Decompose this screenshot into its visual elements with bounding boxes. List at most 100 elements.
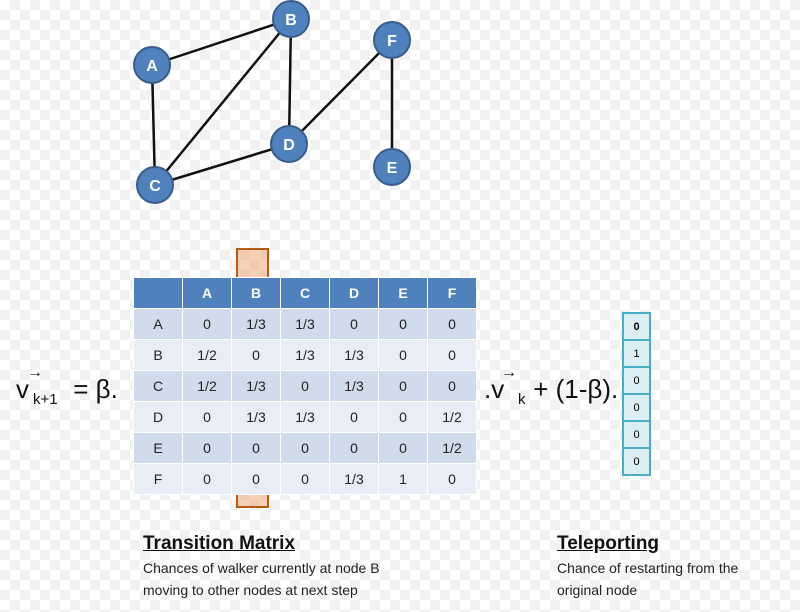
matrix-cell: 1/3	[329, 370, 379, 402]
matrix-cell: 0	[427, 308, 477, 340]
col-header: E	[378, 277, 428, 309]
teleport-cell: 0	[622, 312, 651, 341]
node-label: A	[146, 58, 158, 75]
transition-matrix-title: Transition Matrix	[143, 533, 296, 554]
caption-line: original node	[557, 582, 638, 598]
node-label: E	[387, 160, 398, 177]
formula-equals-beta: = β.	[66, 374, 118, 404]
formula-vk: .v	[484, 374, 505, 404]
teleport-cell: 0	[622, 366, 651, 395]
formula-subscript-k: k	[518, 391, 526, 408]
matrix-cell: 0	[427, 370, 477, 402]
matrix-cell: 0	[280, 370, 330, 402]
matrix-cell: 1/3	[280, 308, 330, 340]
edge-d-f	[288, 39, 393, 145]
graph-edges	[150, 17, 394, 187]
caption-line: Chance of restarting from the	[557, 560, 739, 576]
matrix-cell: 0	[329, 308, 379, 340]
matrix-corner	[133, 277, 183, 309]
teleporting-title: Teleporting	[557, 533, 660, 554]
edge-a-c	[150, 64, 157, 186]
matrix-cell: 0	[378, 339, 428, 371]
matrix-cell: 1/3	[329, 339, 379, 371]
teleport-cell: 1	[622, 339, 651, 368]
teleport-cell: 0	[622, 447, 651, 476]
matrix-cell: 0	[182, 432, 232, 464]
edge-a-b	[151, 17, 292, 67]
node-label: B	[285, 12, 297, 29]
node-circle	[133, 46, 171, 84]
edge-b-d	[287, 18, 293, 145]
node-circle	[136, 166, 174, 204]
col-header: D	[329, 277, 379, 309]
row-header: B	[133, 339, 183, 371]
matrix-cell: 0	[231, 339, 281, 371]
node-label: F	[387, 33, 397, 50]
matrix-cell: 1/3	[231, 401, 281, 433]
col-header: C	[280, 277, 330, 309]
node-a: A	[133, 46, 171, 84]
matrix-cell: 0	[427, 463, 477, 495]
matrix-cell: 0	[329, 401, 379, 433]
row-header: F	[133, 463, 183, 495]
graph-nodes: A B C D E F	[133, 0, 411, 204]
node-circle	[272, 0, 310, 38]
row-header: E	[133, 432, 183, 464]
teleport-cell: 0	[622, 420, 651, 449]
formula-v: v	[16, 374, 29, 404]
caption-line: moving to other nodes at next step	[143, 582, 358, 598]
matrix-cell: 1/3	[280, 401, 330, 433]
matrix-cell: 1/2	[182, 370, 232, 402]
matrix-cell: 1/2	[427, 401, 477, 433]
node-f: F	[373, 21, 411, 59]
col-header: B	[231, 277, 281, 309]
node-circle	[270, 125, 308, 163]
matrix-cell: 0	[280, 432, 330, 464]
node-b: B	[272, 0, 310, 38]
matrix-cell: 0	[378, 401, 428, 433]
teleport-vector: 0 1 0 0 0 0	[622, 312, 651, 476]
teleporting-description: Chance of restarting from the original n…	[557, 557, 738, 601]
row-header: C	[133, 370, 183, 402]
node-c: C	[136, 166, 174, 204]
teleport-cell: 0	[622, 393, 651, 422]
node-circle	[373, 148, 411, 186]
transition-matrix-description: Chances of walker currently at node B mo…	[143, 557, 380, 601]
matrix-cell: 0	[231, 432, 281, 464]
formula-rhs: .v → k + (1-β).	[484, 364, 624, 412]
node-label: C	[149, 178, 161, 195]
matrix-cell: 0	[378, 308, 428, 340]
node-label: D	[283, 137, 295, 154]
matrix-cell: 0	[182, 308, 232, 340]
matrix-cell: 0	[280, 463, 330, 495]
node-e: E	[373, 148, 411, 186]
matrix-cell: 0	[182, 401, 232, 433]
matrix-cell: 0	[378, 370, 428, 402]
formula-lhs: v → k+1 = β.	[16, 364, 136, 412]
matrix-cell: 0	[329, 432, 379, 464]
edge-b-c	[154, 18, 292, 186]
vector-arrow-icon: →	[27, 364, 43, 381]
vector-arrow-icon: →	[501, 364, 517, 381]
node-circle	[373, 21, 411, 59]
matrix-header-row: A B C D E F	[133, 277, 477, 309]
formula-subscript-k1: k+1	[33, 391, 58, 408]
matrix-cell: 0	[182, 463, 232, 495]
row-header: A	[133, 308, 183, 340]
matrix-cell: 0	[378, 432, 428, 464]
caption-line: Chances of walker currently at node B	[143, 560, 380, 576]
matrix-cell: 1/3	[231, 370, 281, 402]
matrix-cell: 0	[427, 339, 477, 371]
col-header: F	[427, 277, 477, 309]
matrix-cell: 1	[378, 463, 428, 495]
edge-c-d	[154, 142, 290, 187]
matrix-cell: 1/2	[182, 339, 232, 371]
matrix-cell: 1/3	[280, 339, 330, 371]
matrix-cell: 0	[231, 463, 281, 495]
